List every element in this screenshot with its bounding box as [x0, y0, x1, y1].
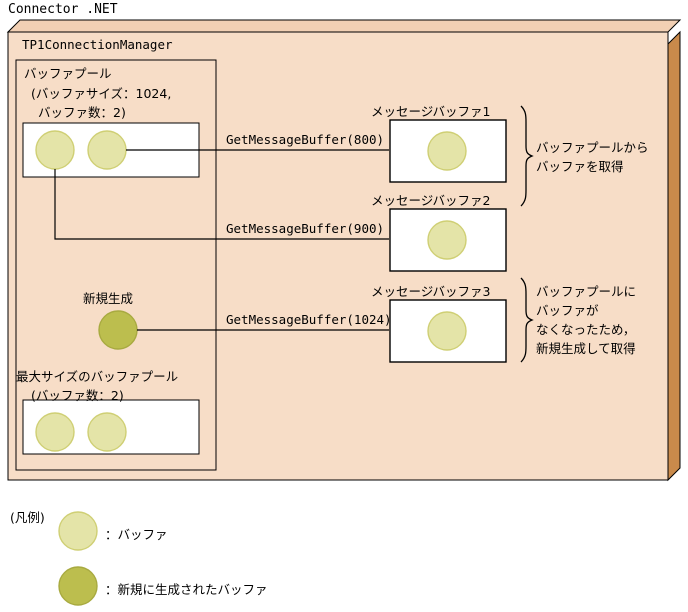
outer-box-label: TP1ConnectionManager: [22, 37, 173, 52]
page-title: Connector .NET: [8, 2, 118, 17]
max-pool-title: 最大サイズのバッファプール: [16, 369, 179, 384]
annotation-1-line-2: バッファを取得: [536, 159, 624, 174]
buffer-pool-count-line: バッファ数：2): [38, 105, 126, 120]
annotation-2-line-1: バッファプールに: [536, 284, 637, 299]
legend-label-buffer: ：バッファ: [105, 527, 168, 542]
buffer-circle: [35, 412, 75, 452]
max-pool-count-line: (バッファ数：2): [31, 388, 124, 403]
outer-box-right-face: [667, 30, 681, 482]
annotation-2-line-3: なくなったため，: [536, 322, 636, 337]
connection-manager-panel: [15, 59, 217, 471]
legend-buffer-circle: [58, 511, 98, 551]
outer-box-top-face: [6, 19, 682, 33]
brace-annotation-1: [520, 105, 534, 207]
legend-new-buffer-circle: [58, 566, 98, 606]
buffer-circle: [427, 220, 467, 260]
call-label-2: GetMessageBuffer(900): [226, 221, 385, 236]
legend-title: (凡例): [10, 510, 45, 525]
connector-buffer-to-call2: [54, 169, 389, 240]
buffer-circle: [87, 130, 127, 170]
legend-label-new-buffer: ：新規に生成されたバッファ: [105, 582, 268, 597]
brace-annotation-2: [520, 277, 534, 363]
buffer-circle: [87, 412, 127, 452]
call-label-1: GetMessageBuffer(800): [226, 132, 385, 147]
new-buffer-circle: [98, 310, 138, 350]
message-buffer-title-1: メッセージバッファ1: [371, 104, 491, 119]
message-buffer-title-3: メッセージバッファ3: [371, 284, 491, 299]
new-buffer-label: 新規生成: [83, 291, 134, 306]
buffer-pool-title: バッファプール: [24, 66, 112, 81]
buffer-circle: [35, 130, 75, 170]
buffer-circle: [427, 311, 467, 351]
buffer-circle: [427, 131, 467, 171]
buffer-pool-size-line: (バッファサイズ：1024,: [31, 86, 172, 101]
annotation-1-line-1: バッファプールから: [536, 140, 649, 155]
annotation-2-line-2: バッファが: [536, 303, 599, 318]
annotation-2-line-4: 新規生成して取得: [536, 341, 636, 356]
call-label-3: GetMessageBuffer(1024): [226, 312, 392, 327]
message-buffer-title-2: メッセージバッファ2: [371, 193, 491, 208]
